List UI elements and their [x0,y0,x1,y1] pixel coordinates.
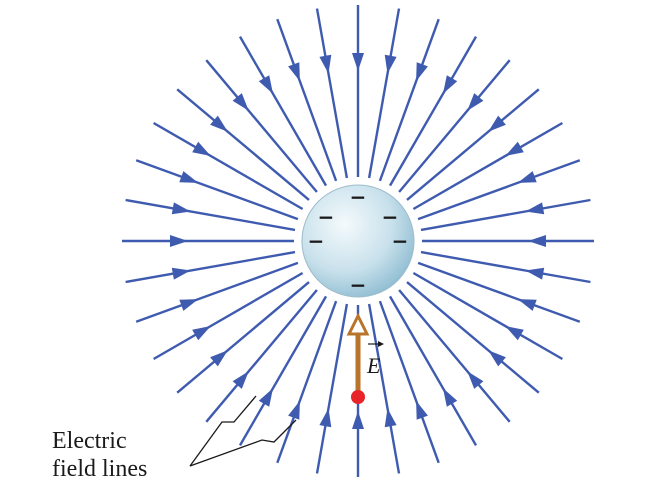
field-line-arrowhead-icon [443,75,458,94]
field-line-arrowhead-icon [210,350,228,367]
test-point [351,390,365,404]
field-line [176,281,310,394]
field-line-arrowhead-icon [488,115,506,132]
field-line [388,295,478,446]
field-line [412,121,563,211]
negative-sign: − [382,205,399,229]
field-line-arrowhead-icon [467,371,484,389]
field-line-arrowhead-icon [517,299,537,311]
field-line-arrowhead-icon [288,400,300,420]
field-line [135,261,299,323]
field-line-arrowhead-icon [384,54,397,74]
field-line-arrowhead-icon [171,267,191,280]
field-line-arrowhead-icon [416,400,428,420]
electric-field-lines [122,5,594,477]
field-line-arrowhead-icon [525,267,545,280]
field-line-arrowhead-icon [505,326,524,341]
field-line [135,159,299,221]
field-line [420,250,591,284]
field-line [153,121,304,211]
field-line [276,300,338,464]
negative-sign: − [392,229,409,253]
field-line-arrowhead-icon [170,235,188,247]
field-line-arrowhead-icon [258,388,273,407]
field-line-arrowhead-icon [352,411,364,429]
field-line [238,36,328,187]
field-line-arrowhead-icon [192,326,211,341]
field-line-arrowhead-icon [288,62,300,82]
e-vector-label: E [366,341,384,378]
field-line [153,271,304,361]
callout-line-2: field lines [52,456,147,482]
field-line-arrowhead-icon [258,75,273,94]
vector-accent-arrowhead-icon [378,341,384,347]
negative-sign: − [350,185,367,209]
field-line-arrowhead-icon [443,388,458,407]
callout-pointer-lower [189,419,297,467]
field-line [398,59,511,193]
field-lines-callout: Electric field lines [52,395,297,482]
field-line [276,18,338,182]
field-line-arrowhead-icon [179,171,199,183]
field-line [406,88,540,201]
field-line [315,303,349,474]
callout-line-1: Electric [52,428,127,454]
field-line [315,8,349,179]
field-line-arrowhead-icon [517,171,537,183]
field-line [125,198,296,232]
field-line [398,289,511,423]
field-line [205,289,318,423]
field-line [125,250,296,284]
field-line [367,8,401,179]
negative-charge-sphere [301,184,415,298]
field-line [176,88,310,201]
callout-pointer-upper [189,395,257,467]
field-line-arrowhead-icon [319,54,332,74]
field-line-arrowhead-icon [171,202,191,215]
field-line [378,300,440,464]
field-line [417,159,581,221]
field-line-arrowhead-icon [179,299,199,311]
negative-sign: − [350,273,367,297]
field-line [367,303,401,474]
e-vector-symbol: E [366,353,381,378]
negative-sign: − [308,229,325,253]
field-line-arrowhead-icon [525,202,545,215]
field-line [378,18,440,182]
field-line-arrowhead-icon [352,53,364,71]
field-line [238,295,328,446]
field-line-arrowhead-icon [384,408,397,428]
field-line [388,36,478,187]
field-vector-e [346,312,370,404]
field-line [412,271,563,361]
field-line-arrowhead-icon [467,93,484,111]
field-line [205,59,318,193]
field-line [417,261,581,323]
field-line-arrowhead-icon [528,235,546,247]
field-vector-head [346,312,370,336]
field-line-arrowhead-icon [505,141,524,156]
field-line-arrowhead-icon [192,141,211,156]
negative-sign: − [318,205,335,229]
field-line-arrowhead-icon [416,62,428,82]
field-line-arrowhead-icon [210,115,228,132]
field-line-arrowhead-icon [232,371,249,389]
field-line-arrowhead-icon [232,93,249,111]
field-line-arrowhead-icon [319,408,332,428]
field-line [406,281,540,394]
field-line [420,198,591,232]
field-line-arrowhead-icon [488,350,506,367]
negative-signs: −−−−−− [308,185,409,297]
